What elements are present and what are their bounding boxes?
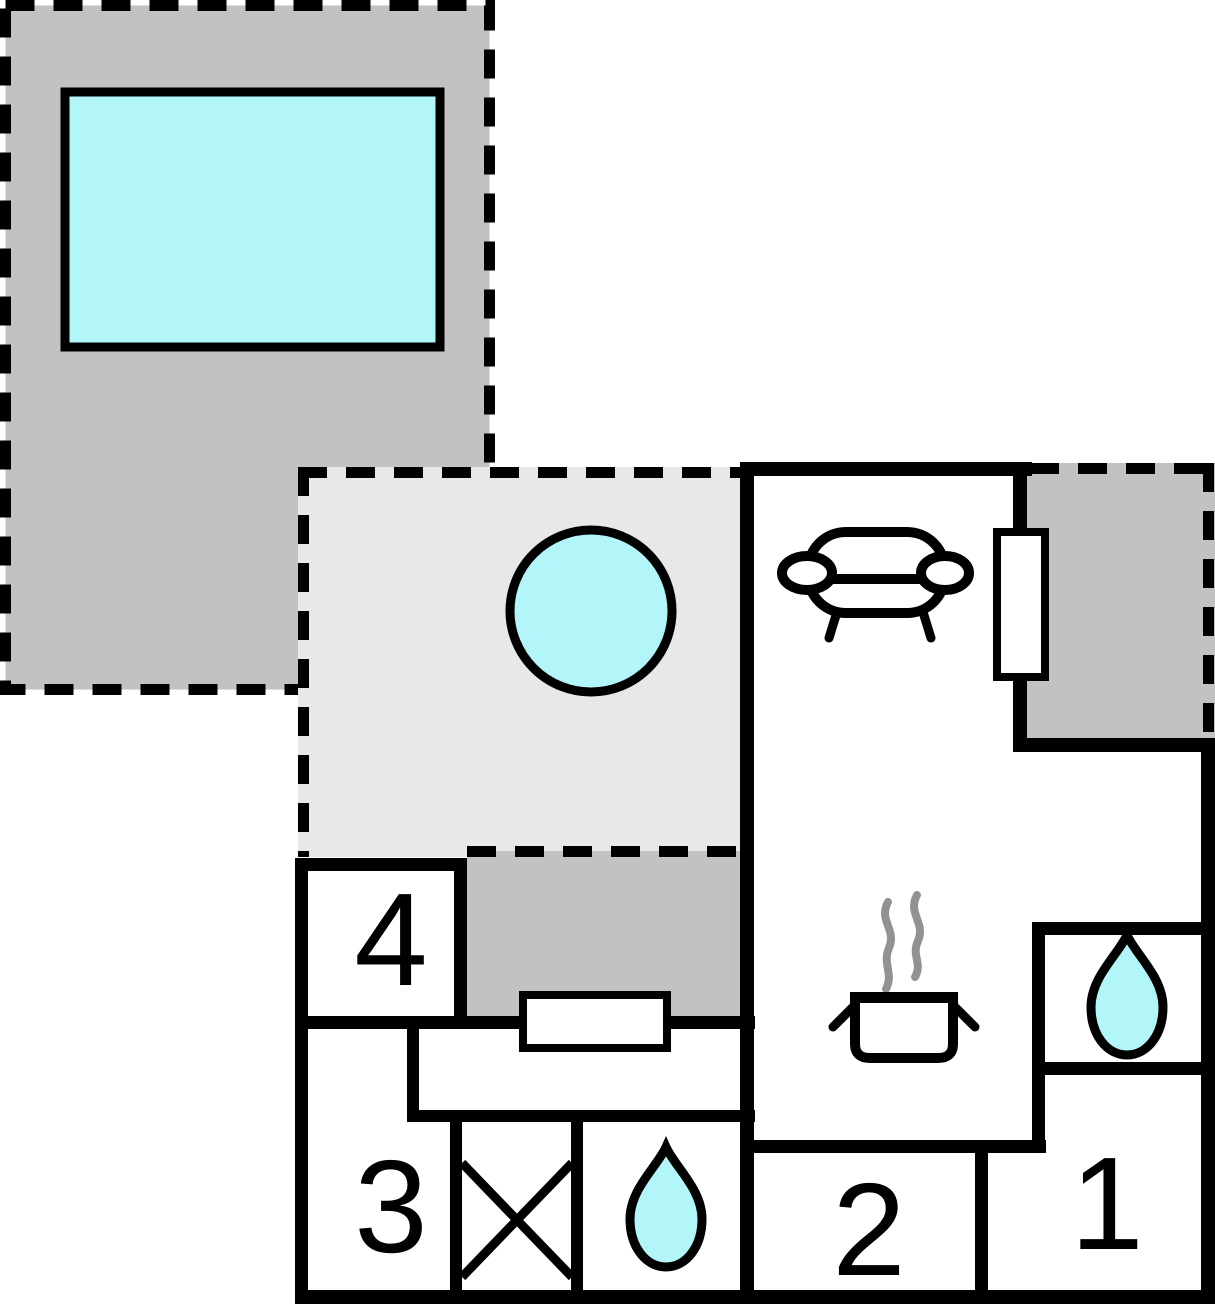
wall-segment — [975, 1140, 988, 1304]
sofa-leg — [918, 607, 936, 643]
room-label-4: 4 — [354, 866, 427, 1013]
wall-segment — [1013, 463, 1027, 538]
pot-body — [850, 993, 958, 1063]
wall-segment — [407, 1016, 419, 1122]
cross-line — [458, 1159, 576, 1281]
wall-segment — [295, 858, 308, 1304]
wall-segment — [1032, 922, 1045, 1153]
water-drop-icon — [1086, 924, 1168, 1060]
sofa-icon — [777, 527, 974, 643]
door-opening — [993, 528, 1049, 681]
wall-segment — [1032, 922, 1215, 935]
hot-tub-icon — [505, 525, 677, 697]
wall-segment — [295, 1290, 1215, 1304]
window-opening — [519, 991, 671, 1052]
pot-rim — [850, 992, 958, 1003]
walls — [295, 462, 1215, 1304]
wall-segment — [1013, 738, 1215, 752]
room-label-3: 3 — [354, 1133, 427, 1280]
steam-icon — [910, 891, 924, 981]
room-label-2: 2 — [832, 1156, 905, 1303]
wall-segment — [1037, 1062, 1215, 1075]
cooking-pot-icon — [828, 891, 980, 1063]
steam-icon — [881, 898, 895, 993]
terrace-area — [298, 467, 745, 857]
wall-segment — [746, 1140, 1046, 1153]
wall-segment — [1201, 738, 1215, 1304]
water-drop-icon — [625, 1136, 707, 1272]
crossed-box-icon — [458, 1159, 576, 1281]
water-drop-shape — [625, 1136, 707, 1272]
balcony-area — [1025, 463, 1215, 745]
wall-segment — [295, 858, 467, 871]
water-drop-shape — [1086, 924, 1168, 1060]
room-label-1: 1 — [1070, 1130, 1143, 1277]
wall-segment — [740, 462, 754, 1304]
wall-segment — [450, 1110, 462, 1304]
wall-segment — [740, 462, 1032, 476]
wall-segment — [454, 858, 467, 1029]
swimming-pool-icon — [60, 87, 445, 352]
sofa-armrest — [777, 551, 837, 595]
wall-segment — [571, 1110, 583, 1304]
wall-segment — [1013, 672, 1027, 752]
plot-strip-area — [467, 851, 743, 1016]
sofa-armrest — [916, 551, 974, 595]
